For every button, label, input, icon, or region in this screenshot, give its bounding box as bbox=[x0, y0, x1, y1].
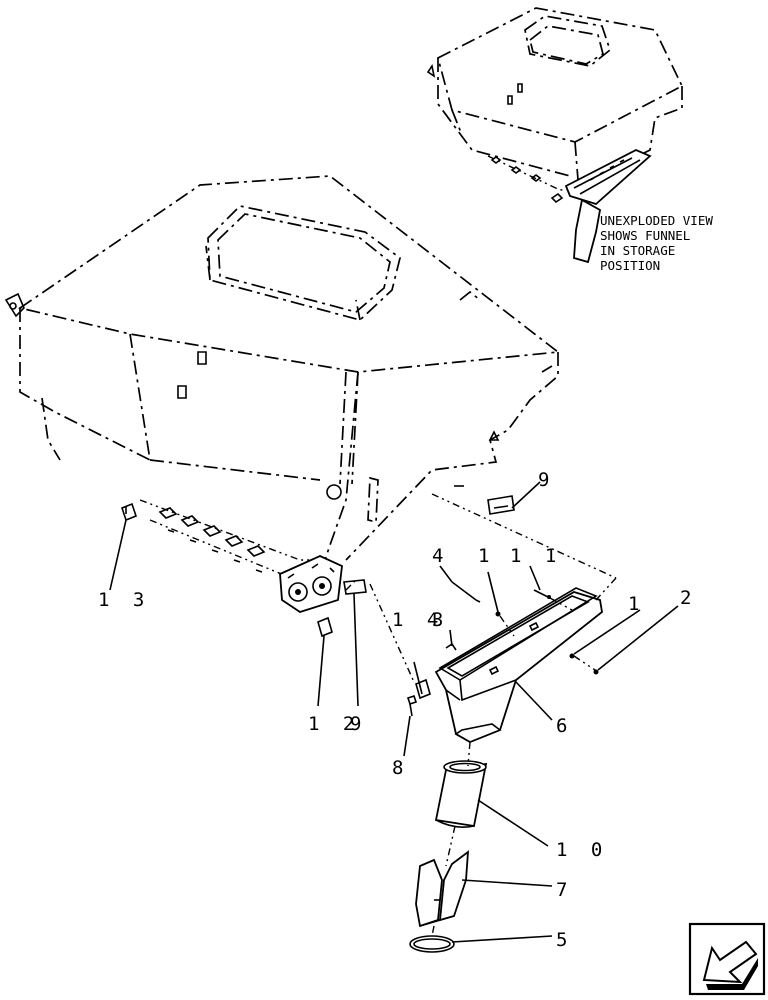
back-arrow-button[interactable] bbox=[688, 922, 766, 996]
part-11-pin bbox=[533, 589, 551, 599]
callout-8: 8 bbox=[392, 757, 409, 779]
callout-2: 2 bbox=[680, 587, 697, 609]
explosion-lines bbox=[345, 493, 617, 937]
part-5-clamp bbox=[409, 935, 455, 953]
callout-4: 4 bbox=[432, 545, 449, 567]
callout-10: 1 0 bbox=[556, 839, 608, 861]
callout-12: 1 2 bbox=[308, 713, 360, 735]
unexploded-view bbox=[426, 7, 684, 264]
callout-9-upper: 9 bbox=[538, 469, 555, 491]
part-14-clip bbox=[415, 678, 431, 700]
storage-note: UNEXPLODED VIEW SHOWS FUNNEL IN STORAGE … bbox=[600, 213, 713, 273]
callouts: 1 2 3 4 5 6 7 8 9 9 1 0 1 1 1 2 1 3 1 4 … bbox=[98, 469, 697, 951]
callout-13: 1 3 bbox=[98, 589, 150, 611]
callout-7: 7 bbox=[556, 879, 573, 901]
callout-1-center: 1 bbox=[478, 545, 495, 567]
part-1-nut-a bbox=[495, 611, 501, 617]
note-line-2: SHOWS FUNNEL bbox=[600, 228, 690, 243]
callout-14: 1 4 bbox=[392, 609, 444, 631]
part-9-clip-b bbox=[343, 579, 367, 595]
part-1-nut-b bbox=[569, 653, 575, 659]
note-line-4: POSITION bbox=[600, 258, 660, 273]
back-arrow-icon bbox=[702, 940, 758, 990]
part-4-pin bbox=[451, 581, 481, 603]
part-12-clip bbox=[317, 616, 333, 638]
part-10-tube bbox=[434, 760, 488, 828]
callout-1-right: 1 bbox=[628, 593, 645, 615]
callout-6: 6 bbox=[556, 715, 573, 737]
hopper-body bbox=[4, 175, 561, 561]
part-7-bracket bbox=[415, 850, 470, 928]
metering-assembly bbox=[139, 499, 343, 613]
note-line-1: UNEXPLODED VIEW bbox=[600, 213, 713, 228]
callout-3: 3 bbox=[432, 609, 449, 631]
part-13-clip bbox=[121, 502, 137, 522]
callout-11: 1 1 bbox=[510, 545, 562, 567]
leader-lines bbox=[109, 481, 679, 943]
callout-5: 5 bbox=[556, 929, 573, 951]
callout-9-lower: 9 bbox=[350, 713, 367, 735]
part-6-funnel bbox=[434, 587, 603, 743]
note-line-3: IN STORAGE bbox=[600, 243, 675, 258]
part-9-clip-a bbox=[487, 495, 515, 515]
part-8-bolt bbox=[406, 694, 418, 717]
part-3-hook bbox=[445, 642, 457, 651]
